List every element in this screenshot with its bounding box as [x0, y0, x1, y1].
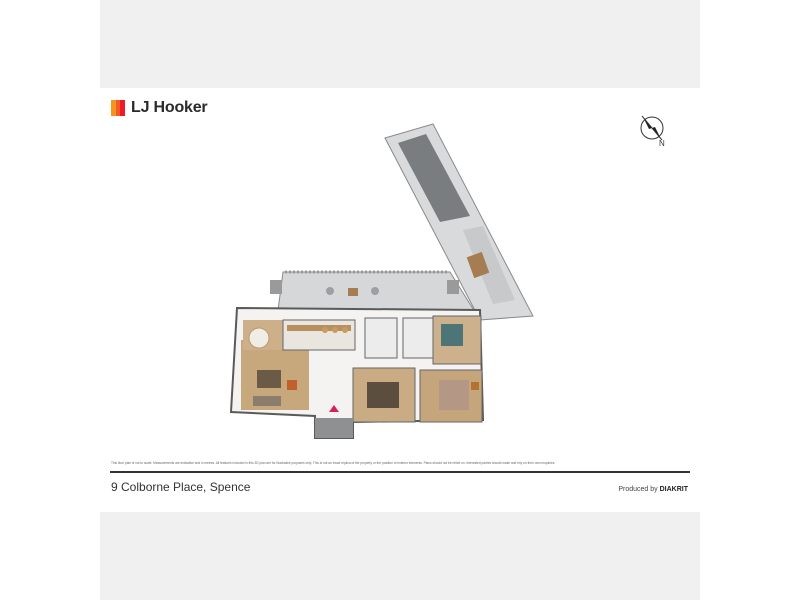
compass-north-label: N [659, 139, 665, 148]
produced-by-credit: Produced by DIAKRIT [618, 486, 688, 493]
property-address: 9 Colborne Place, Spence [111, 480, 251, 494]
disclaimer-text: This floor plan is not to scale. Measure… [111, 461, 556, 465]
lj-hooker-logo: LJ Hooker [111, 99, 208, 117]
compass-icon [640, 115, 664, 141]
top-gray-band [100, 0, 700, 88]
floor-plan-image [229, 123, 534, 439]
divider [110, 471, 690, 473]
diakrit-brand: DIAKRIT [659, 486, 688, 493]
logo-mark-icon [111, 100, 126, 116]
logo-text: LJ Hooker [131, 99, 208, 116]
produced-by-label: Produced by [618, 486, 658, 493]
bottom-gray-band [100, 512, 700, 600]
